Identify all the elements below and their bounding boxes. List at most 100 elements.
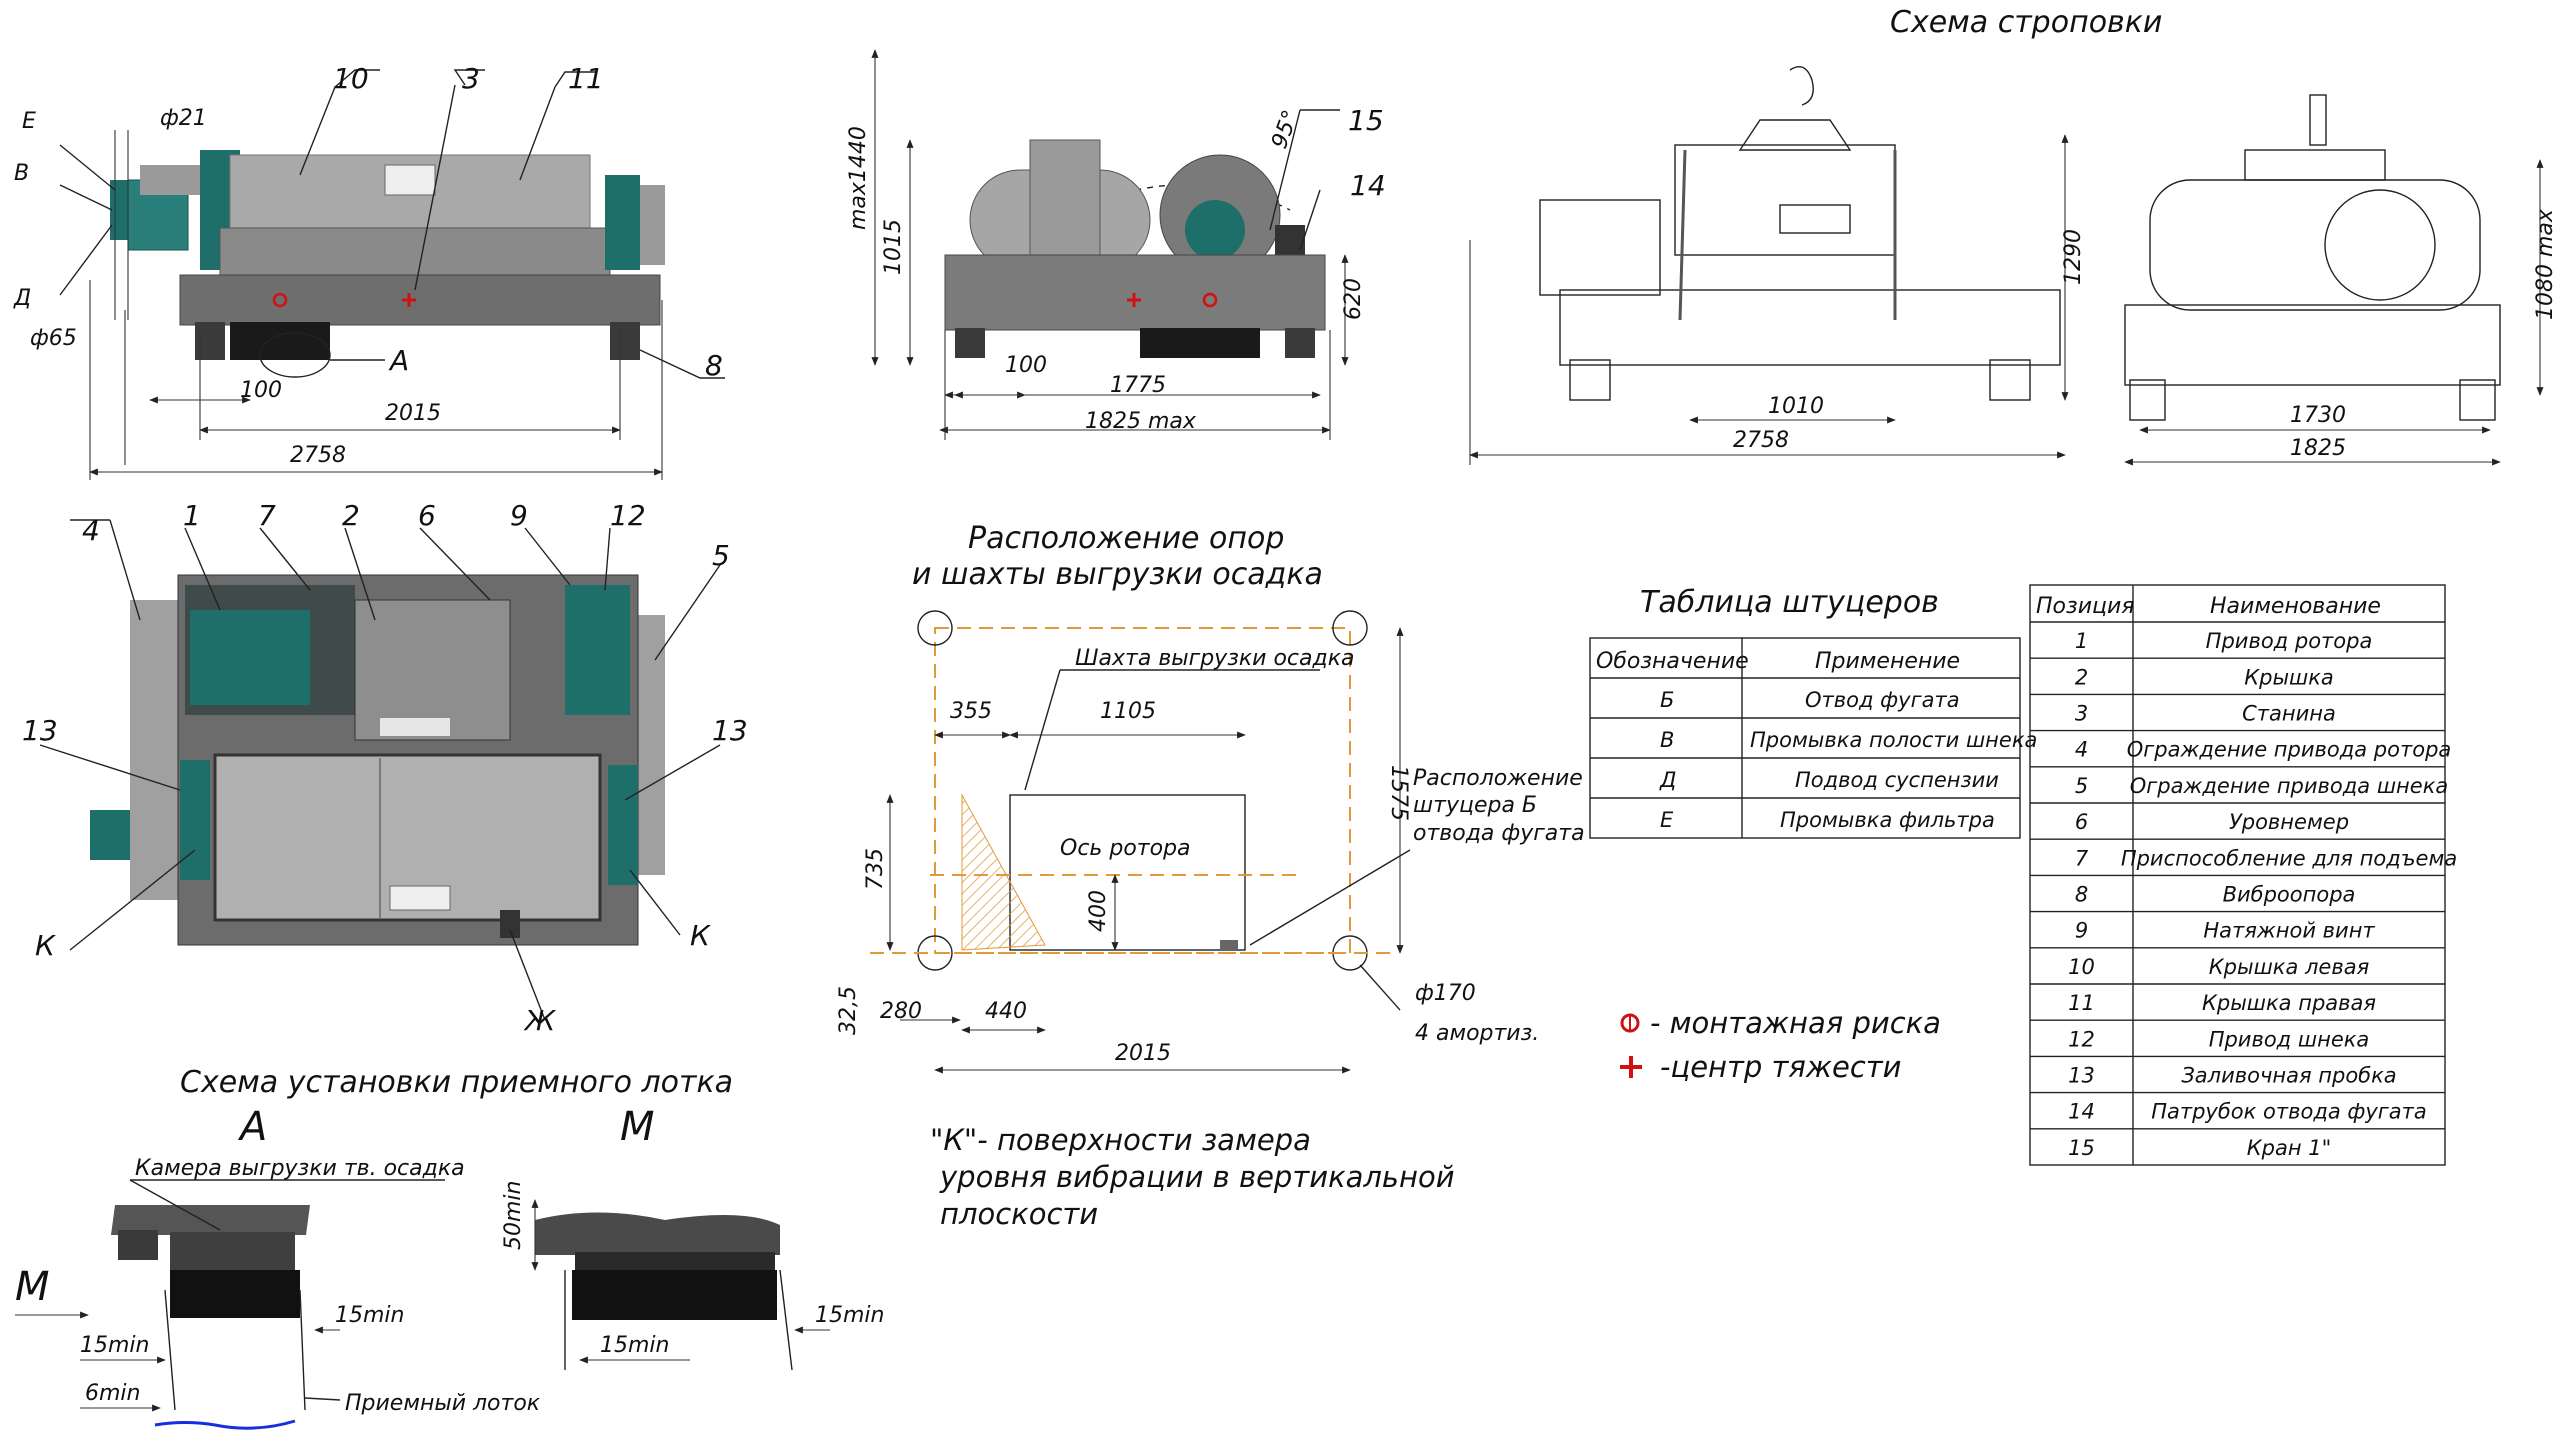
label-fitting-3: отвода фугата <box>1413 821 1585 846</box>
label-rotor-axis: Ось ротора <box>1060 836 1191 861</box>
fitting-row-2-app: Промывка полости шнека <box>1750 728 2037 752</box>
position-name: Натяжной винт <box>2203 919 2375 943</box>
fitting-row-2-code: В <box>1660 728 1674 752</box>
callout-4: 4 <box>82 514 100 547</box>
legend-gravity-center: -центр тяжести <box>1660 1050 1902 1084</box>
fill-plug-right <box>608 765 638 885</box>
position-number: 1 <box>2075 629 2088 653</box>
position-number: 7 <box>2075 846 2089 870</box>
letter-v: В <box>14 161 29 186</box>
screw-hub <box>1185 200 1245 260</box>
note-k-line-3: плоскости <box>940 1197 1098 1231</box>
right-drive <box>605 175 640 270</box>
note-k-line-2: уровня вибрации в вертикальной <box>939 1160 1455 1194</box>
dim-2758: 2758 <box>290 443 346 468</box>
fitting-v <box>90 810 130 860</box>
position-number: 2 <box>2075 665 2088 689</box>
callout-7: 7 <box>258 499 276 532</box>
dim-100: 100 <box>240 378 282 403</box>
legend: - монтажная риска -центр тяжести <box>1620 1006 1941 1084</box>
dim-1290: 1290 <box>2061 229 2086 285</box>
dim-max1440: max1440 <box>846 126 871 230</box>
position-name: Привод шнека <box>2209 1027 2370 1051</box>
dim-15min-d: 15min <box>815 1303 884 1328</box>
fill-plug-left <box>180 760 210 880</box>
sling-scheme: Схема строповки 1290 1010 2758 1080 max … <box>1469 5 2558 466</box>
callout-9: 9 <box>510 499 528 532</box>
base-frame <box>179 274 661 326</box>
position-name: Крышка <box>2244 665 2334 689</box>
callout-8: 8 <box>705 349 723 382</box>
side-base <box>944 254 1326 331</box>
position-name: Виброопора <box>2223 882 2356 906</box>
top-view: 4 1 7 2 6 9 12 5 13 13 К К Ж <box>22 499 748 1037</box>
position-name: Крышка левая <box>2209 955 2369 979</box>
dim-32: 32,5 <box>836 986 861 1035</box>
label-tray: Приемный лоток <box>345 1391 541 1416</box>
fittings-header-application: Применение <box>1815 649 1960 674</box>
gravity-center-icon <box>402 293 416 307</box>
dim-1730: 1730 <box>2290 403 2346 428</box>
dim-440: 440 <box>985 999 1027 1024</box>
rotor-drive-motor <box>190 610 310 705</box>
fitting-row-4-code: Е <box>1660 808 1674 832</box>
label-shaft: Шахта выгрузки осадка <box>1075 646 1355 671</box>
level-gauge-plate <box>380 718 450 736</box>
vibration-support-right <box>610 322 640 360</box>
position-name: Патрубок отвода фугата <box>2151 1100 2427 1124</box>
view-a-callout-ellipse <box>259 332 331 378</box>
dim-355: 355 <box>950 699 992 724</box>
title-supports-1: Расположение опор <box>968 521 1284 556</box>
label-fitting-2: штуцера Б <box>1413 793 1537 818</box>
dim-6min: 6min <box>85 1381 140 1406</box>
screw-drive <box>565 585 630 715</box>
position-number: 6 <box>2075 810 2088 834</box>
label-chamber: Камера выгрузки тв. осадка <box>135 1156 465 1181</box>
position-number: 13 <box>2068 1063 2095 1087</box>
position-name: Крышка правая <box>2202 991 2376 1015</box>
dim-170: ф170 <box>1415 981 1476 1006</box>
discharge-chute <box>230 322 330 360</box>
tray-blue-line <box>154 1419 296 1430</box>
positions-header-name: Наименование <box>2210 594 2381 619</box>
dim-1105: 1105 <box>1100 699 1156 724</box>
fittings-header-designation: Обозначение <box>1596 649 1749 674</box>
dim-1775: 1775 <box>1110 373 1166 398</box>
fitting-row-3-app: Подвод суспензии <box>1795 768 1999 792</box>
dim-supports-2015: 2015 <box>1115 1041 1171 1066</box>
title-fittings: Таблица штуцеров <box>1640 585 1939 620</box>
position-number: 4 <box>2075 738 2088 762</box>
position-name: Ограждение привода шнека <box>2130 774 2449 798</box>
tray-scheme: Схема установки приемного лотка А М М Ка… <box>15 1065 884 1430</box>
position-number: 8 <box>2075 882 2088 906</box>
position-number: 10 <box>2068 955 2095 979</box>
position-number: 5 <box>2075 774 2088 798</box>
dim-400: 400 <box>1086 890 1111 932</box>
letter-k-left: К <box>35 929 56 962</box>
position-name: Привод ротора <box>2206 629 2373 653</box>
dim-50min: 50min <box>501 1181 526 1250</box>
letter-e: Е <box>22 109 36 134</box>
position-number: 14 <box>2068 1100 2095 1124</box>
dim-620: 620 <box>1341 278 1366 320</box>
letter-d: Д <box>13 286 31 311</box>
callout-13-left: 13 <box>22 714 58 747</box>
fitting-row-4-app: Промывка фильтра <box>1780 808 1995 832</box>
position-name: Уровнемер <box>2229 810 2349 834</box>
title-slinging: Схема строповки <box>1890 5 2162 40</box>
title-tray: Схема установки приемного лотка <box>180 1065 733 1100</box>
dim-sling-1825: 1825 <box>2290 436 2346 461</box>
dim-1825: 1825 max <box>1085 409 1197 434</box>
position-number: 11 <box>2068 991 2095 1015</box>
dim-735: 735 <box>863 848 888 890</box>
fitting-row-1-app: Отвод фугата <box>1805 688 1960 712</box>
callout-5: 5 <box>712 539 730 572</box>
callout-13-right: 13 <box>712 714 748 747</box>
position-name: Ограждение привода ротора <box>2127 738 2452 762</box>
dim-15min-a: 15min <box>80 1333 149 1358</box>
note-k: "К"- поверхности замера уровня вибрации … <box>930 1123 1455 1231</box>
position-number: 3 <box>2075 701 2088 725</box>
position-name: Станина <box>2242 701 2336 725</box>
dim-280: 280 <box>880 999 922 1024</box>
fitting-zh <box>500 910 520 938</box>
